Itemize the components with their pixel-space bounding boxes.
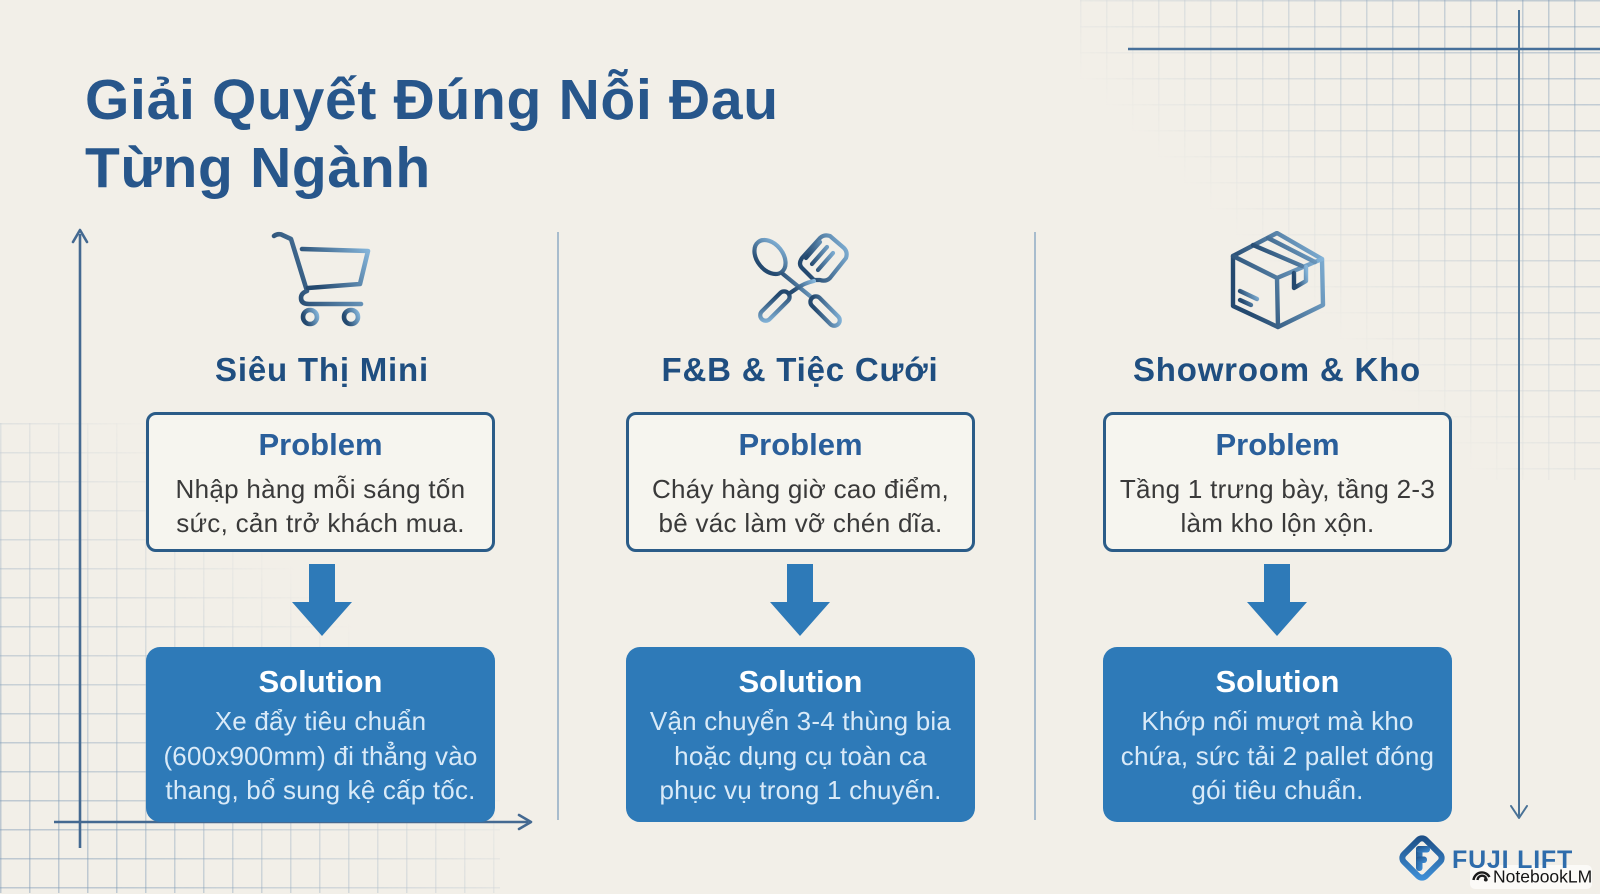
svg-text:NotebookLM: NotebookLM [1493,867,1592,887]
svg-text:FUJI LIFT: FUJI LIFT [1452,846,1573,874]
